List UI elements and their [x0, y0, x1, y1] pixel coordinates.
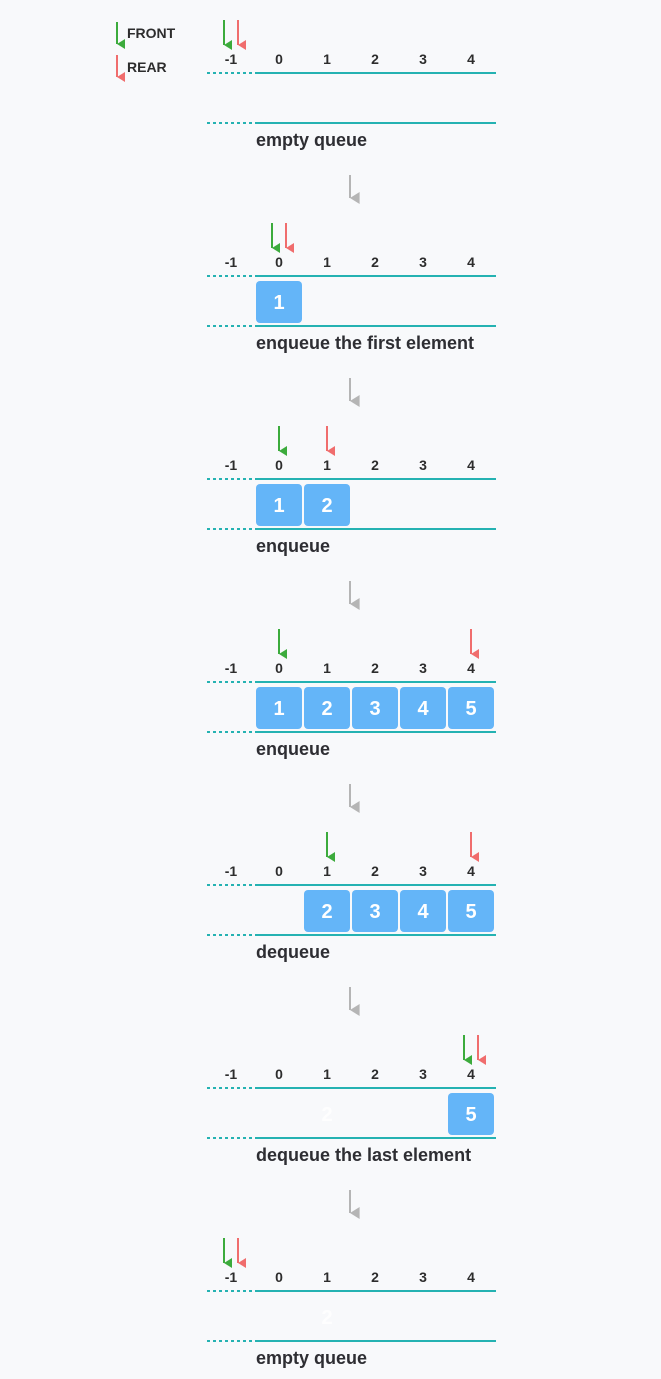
index-label: 0	[275, 1066, 283, 1082]
index-label: 0	[275, 660, 283, 676]
index-label: 3	[419, 1269, 427, 1285]
index-label: 2	[371, 660, 379, 676]
index-label: -1	[225, 863, 238, 879]
queue-step: -1 0 1 2 3 4 2 empty queue	[207, 1238, 496, 1368]
queue-cell	[448, 890, 494, 932]
queue-cell	[352, 890, 398, 932]
queue-cell	[400, 890, 446, 932]
queue-cell-value: 1	[273, 698, 284, 720]
step-caption: dequeue	[256, 942, 330, 962]
index-label: 2	[371, 254, 379, 270]
index-label: 2	[371, 457, 379, 473]
index-label: 0	[275, 863, 283, 879]
queue-cell	[256, 484, 302, 526]
step-caption: empty queue	[256, 130, 367, 150]
index-label: 2	[371, 1269, 379, 1285]
index-label: 1	[323, 1066, 331, 1082]
queue-cell	[400, 687, 446, 729]
index-label: 2	[371, 863, 379, 879]
queue-cell-value: 5	[465, 1104, 476, 1126]
index-label: 3	[419, 863, 427, 879]
queue-cell-value: 4	[417, 901, 429, 923]
index-label: 3	[419, 1066, 427, 1082]
queue-step: -1 0 1 2 3 4 1 enqueue the first element	[207, 223, 496, 407]
index-label: 1	[323, 457, 331, 473]
index-label: 4	[467, 457, 475, 473]
queue-step: -1 0 1 2 3 4 2 5 dequeue the last element	[207, 1035, 496, 1219]
legend-rear-label: REAR	[127, 59, 167, 75]
index-label: 4	[467, 1066, 475, 1082]
index-label: -1	[225, 660, 238, 676]
queue-cell-value: 3	[369, 698, 380, 720]
index-label: 2	[371, 51, 379, 67]
index-label: 3	[419, 660, 427, 676]
queue-cell-value: 2	[321, 901, 332, 923]
index-label: 3	[419, 254, 427, 270]
steps-layer: -1 0 1 2 3 4 empty queue -1 0 1 2 3 4 1 enqueue the fi…	[207, 20, 496, 1368]
index-label: 1	[323, 660, 331, 676]
queue-cell-value: 1	[273, 495, 284, 517]
index-label: 4	[467, 1269, 475, 1285]
index-label: -1	[225, 254, 238, 270]
queue-cell	[256, 687, 302, 729]
index-label: -1	[225, 1269, 238, 1285]
queue-cell-value: 2	[321, 698, 332, 720]
step-caption: dequeue the last element	[256, 1145, 471, 1165]
queue-cell	[448, 1093, 494, 1135]
queue-cell-value: 5	[465, 901, 476, 923]
index-label: 0	[275, 51, 283, 67]
index-label: 4	[467, 254, 475, 270]
legend-rear: REAR	[116, 55, 167, 82]
index-label: 1	[323, 1269, 331, 1285]
queue-step: -1 0 1 2 3 4 1 2 enqueue	[207, 426, 496, 610]
queue-cell	[256, 281, 302, 323]
index-label: 3	[419, 51, 427, 67]
ghost-value: 2	[321, 1307, 332, 1329]
index-label: 1	[323, 51, 331, 67]
queue-step: -1 0 1 2 3 4 2 3 4 5 dequeue	[207, 832, 496, 1016]
index-label: 4	[467, 660, 475, 676]
queue-step: -1 0 1 2 3 4 1 2 3 4 5 enqueue	[207, 629, 496, 813]
index-label: 4	[467, 863, 475, 879]
index-label: 3	[419, 457, 427, 473]
queue-cell-value: 3	[369, 901, 380, 923]
index-label: 0	[275, 457, 283, 473]
legend-front: FRONT	[116, 22, 176, 49]
index-label: -1	[225, 51, 238, 67]
queue-cell	[352, 687, 398, 729]
step-caption: enqueue the first element	[256, 333, 474, 353]
step-caption: enqueue	[256, 536, 330, 556]
ghost-value: 2	[321, 1104, 332, 1126]
legend: FRONT REAR	[116, 22, 176, 82]
queue-cell-value: 4	[417, 698, 429, 720]
index-label: 2	[371, 1066, 379, 1082]
queue-cell-value: 1	[273, 292, 284, 314]
step-caption: enqueue	[256, 739, 330, 759]
step-caption: empty queue	[256, 1348, 367, 1368]
legend-front-label: FRONT	[127, 25, 176, 41]
queue-cell	[304, 687, 350, 729]
queue-cell	[304, 890, 350, 932]
queue-cell-value: 5	[465, 698, 476, 720]
index-label: 0	[275, 254, 283, 270]
index-label: 1	[323, 254, 331, 270]
index-label: 1	[323, 863, 331, 879]
index-label: 4	[467, 51, 475, 67]
queue-cell-value: 2	[321, 495, 332, 517]
index-label: -1	[225, 1066, 238, 1082]
index-label: 0	[275, 1269, 283, 1285]
queue-cell	[304, 484, 350, 526]
queue-cell	[448, 687, 494, 729]
index-label: -1	[225, 457, 238, 473]
queue-step: -1 0 1 2 3 4 empty queue	[207, 20, 496, 204]
